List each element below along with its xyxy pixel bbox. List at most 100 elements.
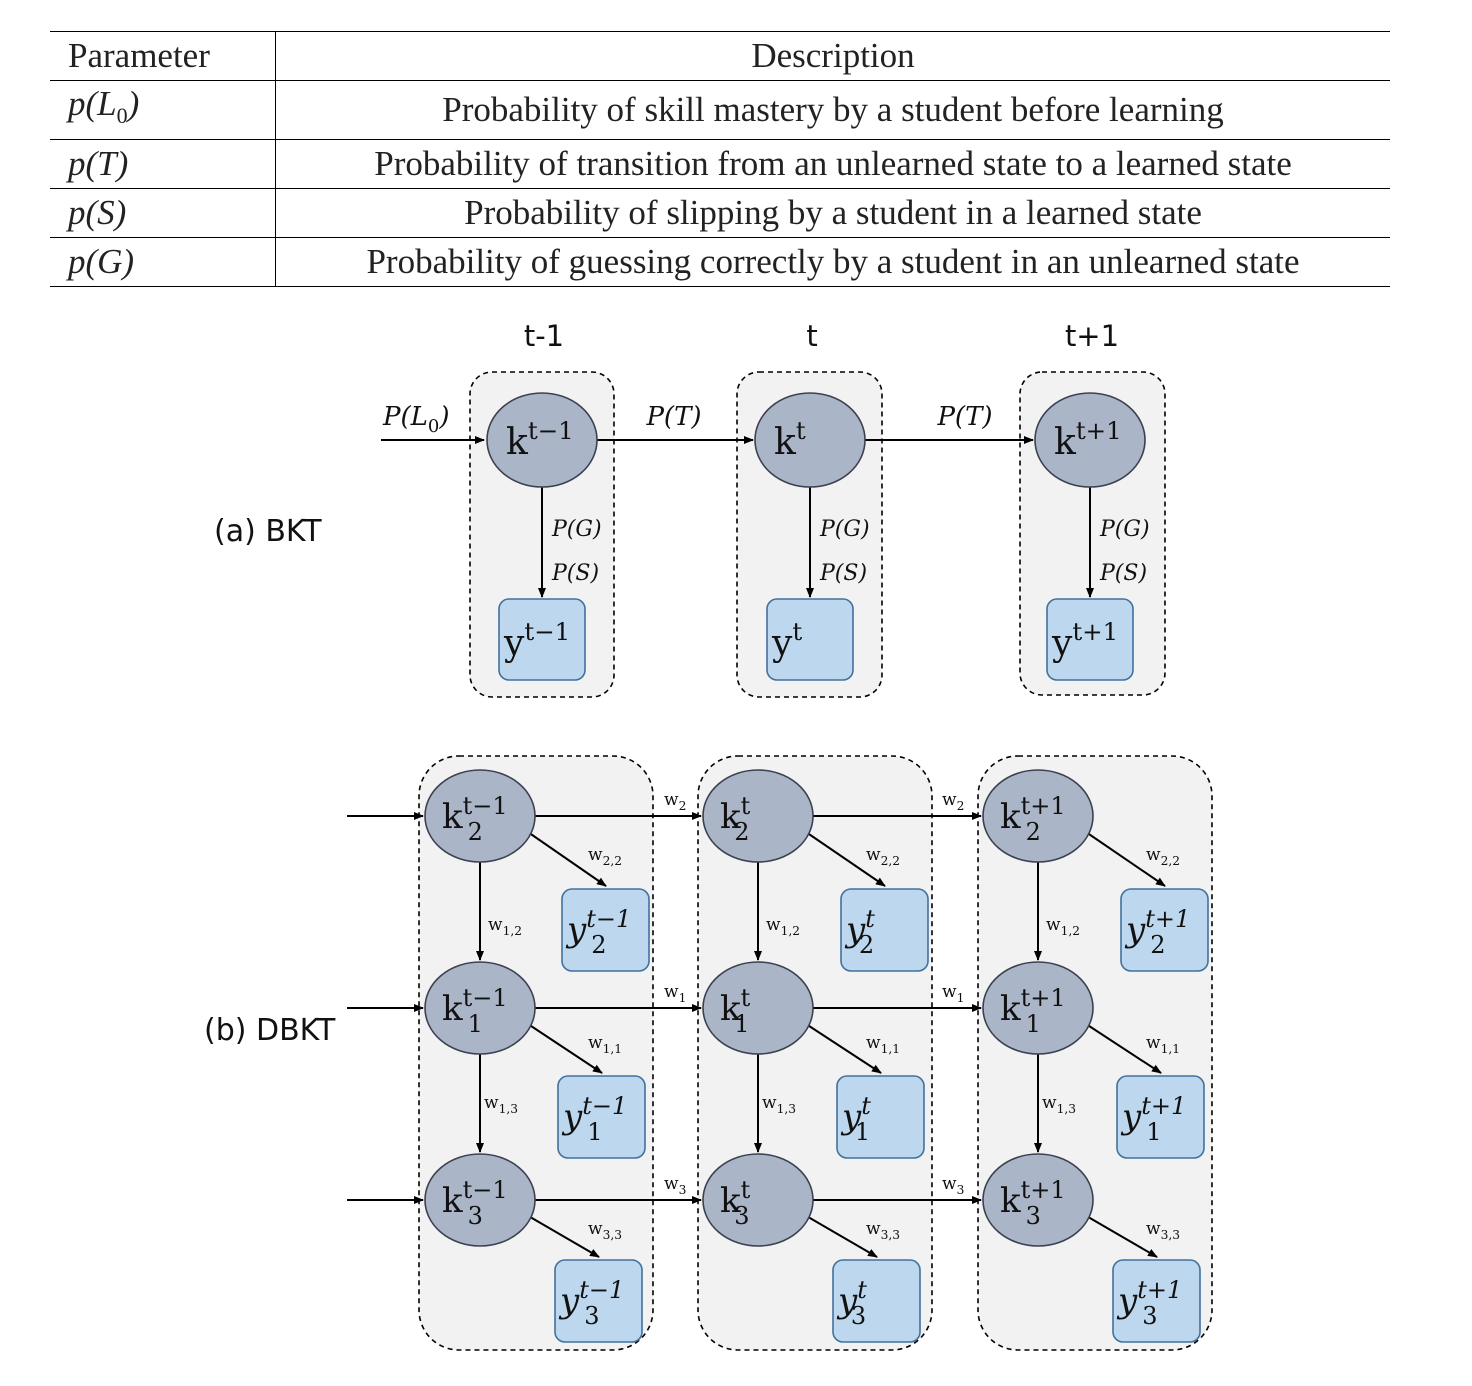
dbkt-observation-node: [561, 888, 650, 972]
dbkt-y-sub: 3: [1142, 1302, 1157, 1330]
dbkt-k-base: k: [720, 797, 741, 837]
dbkt-emission-weight-label-base: w: [866, 1219, 881, 1239]
dbkt-vertical-weight-label-sub: 1,2: [1061, 924, 1080, 938]
dbkt-vertical-weight-label: w1,3: [762, 1093, 796, 1116]
dbkt-k-sup: t: [741, 1176, 751, 1204]
bkt-transition-label: P(T): [645, 402, 701, 432]
dbkt-emission-weight-label-sub: 3,3: [1161, 1228, 1180, 1242]
parameter-table: Parameter Description p(L0) Probability …: [50, 31, 1390, 287]
dbkt-emission-weight-label-sub: 1,1: [603, 1042, 622, 1056]
dbkt-emission-arrow: [1082, 829, 1166, 887]
bkt-time-label: t+1: [1065, 319, 1119, 353]
dbkt-vertical-weight-label-sub: 1,3: [777, 1102, 796, 1116]
dbkt-transition-weight-label: w2: [664, 790, 686, 813]
dbkt-y-sup: t: [861, 1092, 871, 1120]
dbkt-k-base: k: [442, 1181, 463, 1221]
dbkt-emission-weight-label: w1,1: [1146, 1033, 1180, 1056]
bkt-observation-label-base: y: [1051, 623, 1073, 664]
bkt-knowledge-label-sup: t: [796, 416, 806, 445]
dbkt-transition-weight-label: w3: [942, 1174, 964, 1197]
dbkt-y-sub: 2: [1150, 931, 1165, 959]
description-cell: Probability of slipping by a student in …: [275, 188, 1390, 238]
dbkt-vertical-weight-label-base: w: [766, 915, 781, 935]
dbkt-k-sup: t−1: [463, 984, 508, 1012]
dbkt-emission-weight-label: w2,2: [1146, 845, 1180, 868]
dbkt-y-sup: t: [857, 1276, 867, 1304]
dbkt-k-sup: t−1: [463, 792, 508, 820]
bkt-knowledge-label-sup: t+1: [1076, 416, 1122, 445]
table-row: p(L0) Probability of skill mastery by a …: [50, 80, 1390, 140]
dbkt-knowledge-node: [702, 961, 814, 1055]
bkt-knowledge-label-base: k: [506, 422, 529, 463]
bkt-slip-label: P(S): [551, 561, 599, 586]
dbkt-emission-weight-label: w3,3: [588, 1219, 622, 1242]
bkt-slip-label: P(S): [819, 561, 867, 586]
dbkt-y-base: y: [565, 910, 587, 950]
dbkt-y-sup: t+1: [1137, 1276, 1182, 1304]
dbkt-k-sub: 1: [734, 1010, 749, 1038]
dbkt-k-base: k: [1000, 797, 1021, 837]
dbkt-vertical-weight-label-sub: 1,2: [781, 924, 800, 938]
table-row: p(T) Probability of transition from an u…: [50, 139, 1390, 189]
dbkt-y-sup: t+1: [1141, 1092, 1186, 1120]
table-header-row: Parameter Description: [50, 31, 1390, 81]
dbkt-vertical-weight-label: w1,2: [488, 915, 522, 938]
param-cell: p(S): [50, 188, 276, 238]
dbkt-k-sub: 2: [1026, 818, 1041, 846]
bkt-prior-sub: 0: [428, 416, 439, 437]
bkt-prior-base: P(L: [382, 402, 428, 432]
bkt-observation-label-sup: t+1: [1072, 617, 1118, 646]
dbkt-k-sup: t: [741, 984, 751, 1012]
dbkt-transition-weight-label-sub: 1: [679, 991, 687, 1005]
bkt-knowledge-node: [486, 392, 598, 488]
bkt-time-label: t: [806, 319, 817, 353]
dbkt-y-sub: 1: [1146, 1118, 1161, 1146]
bkt-knowledge-label: kt+1: [1054, 416, 1122, 463]
dbkt-knowledge-node: [982, 961, 1094, 1055]
bkt-observation-label: yt−1: [503, 617, 570, 664]
dbkt-vertical-weight-label: w1,2: [1046, 915, 1080, 938]
dbkt-vertical-weight-label-base: w: [1042, 1093, 1057, 1113]
description-cell: Probability of transition from an unlear…: [275, 139, 1390, 189]
dbkt-emission-weight-label-sub: 3,3: [603, 1228, 622, 1242]
dbkt-k-sup: t−1: [463, 1176, 508, 1204]
dbkt-y-base: y: [844, 910, 866, 950]
bkt-guess-label: P(G): [551, 517, 602, 542]
dbkt-vertical-weight-label: w1,2: [766, 915, 800, 938]
dbkt-k-base: k: [1000, 1181, 1021, 1221]
dbkt-knowledge-node: [702, 1153, 814, 1247]
dbkt-emission-weight-label-sub: 2,2: [1161, 854, 1180, 868]
bkt-guess-label: P(G): [1099, 517, 1150, 542]
dbkt-emission-weight-label-sub: 2,2: [881, 854, 900, 868]
dbkt-k-base: k: [1000, 989, 1021, 1029]
dbkt-k-sup: t+1: [1021, 984, 1066, 1012]
dbkt-knowledge-node: [424, 1153, 536, 1247]
dbkt-k-sub: 3: [468, 1202, 483, 1230]
dbkt-y-sup: t: [865, 905, 875, 933]
dbkt-vertical-weight-label-sub: 1,3: [1057, 1102, 1076, 1116]
dbkt-vertical-weight-label-sub: 1,2: [503, 924, 522, 938]
bkt-observation-label-base: y: [771, 623, 793, 664]
dbkt-k-sub: 1: [1026, 1010, 1041, 1038]
dbkt-observation-node: [1116, 1075, 1205, 1159]
dbkt-transition-weight-label-sub: 2: [679, 799, 687, 813]
dbkt-y-sub: 1: [855, 1118, 870, 1146]
dbkt-emission-arrow: [1082, 1021, 1162, 1074]
dbkt-observation-node: [557, 1075, 646, 1159]
dbkt-y-sup: t+1: [1145, 905, 1190, 933]
